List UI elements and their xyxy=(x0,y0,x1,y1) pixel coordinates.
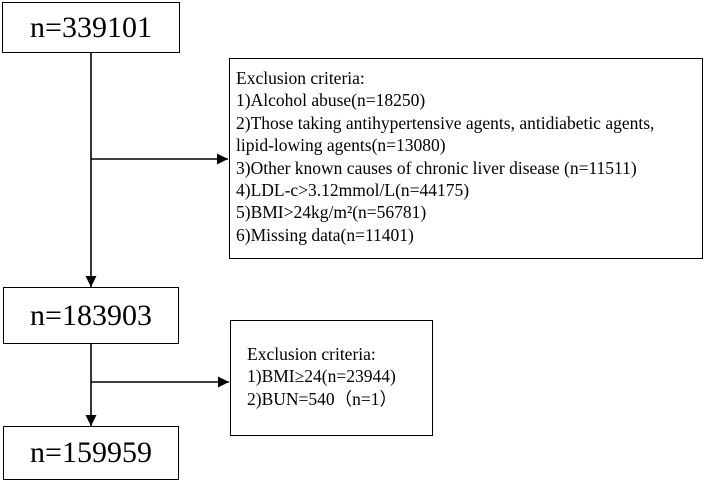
exclusion-item: 1)BMI≥24(n=23944) xyxy=(247,366,396,387)
count-label-final: n=159959 xyxy=(30,436,152,469)
count-label-initial: n=339101 xyxy=(30,10,152,44)
exclusion-header: Exclusion criteria: xyxy=(236,68,365,88)
exclusion-item: 3)Other known causes of chronic liver di… xyxy=(236,157,637,178)
exclusion-box-1: Exclusion criteria: 1)Alcohol abuse(n=18… xyxy=(229,58,703,259)
count-label-after-first-exclusion: n=183903 xyxy=(30,298,152,332)
exclusion-box-2: Exclusion criteria: 1)BMI≥24(n=23944) 2)… xyxy=(230,320,433,436)
exclusion-item: 2)BUN=540（n=1） xyxy=(247,388,398,409)
exclusion-item: 1)Alcohol abuse(n=18250) xyxy=(236,90,426,111)
exclusion-item: 5)BMI>24kg/m²(n=56781) xyxy=(236,202,427,223)
exclusion-item: 2)Those taking antihypertensive agents, … xyxy=(236,112,655,133)
exclusion-item: 4)LDL-c>3.12mmol/L(n=44175) xyxy=(236,180,470,201)
count-box-final: n=159959 xyxy=(3,426,179,480)
count-box-initial: n=339101 xyxy=(2,2,180,53)
exclusion-header: Exclusion criteria: xyxy=(247,344,376,364)
exclusion-item: lipid-lowing agents(n=13080) xyxy=(236,135,446,156)
exclusion-item: 6)Missing data(n=11401) xyxy=(236,224,414,245)
count-box-after-first-exclusion: n=183903 xyxy=(3,287,179,344)
